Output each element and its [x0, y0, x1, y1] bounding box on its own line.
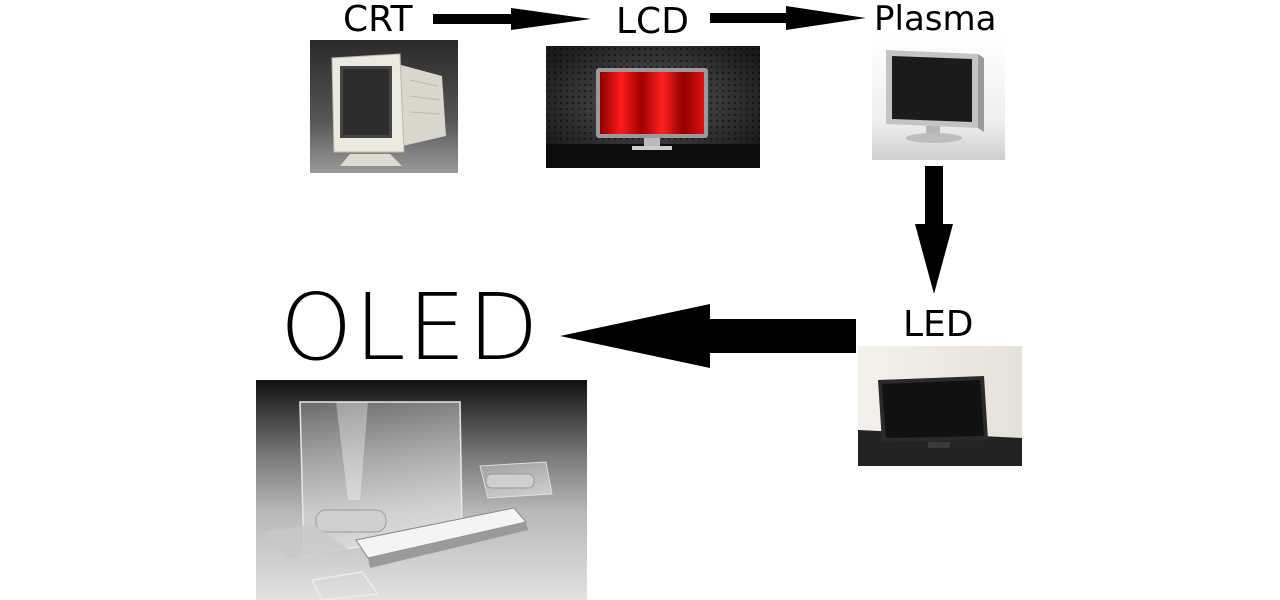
stage-label-crt: CRT — [343, 0, 413, 40]
stage-label-plasma: Plasma — [874, 0, 997, 39]
stage-label-lcd: LCD — [616, 1, 689, 42]
arrow-led-to-oled — [560, 304, 856, 368]
arrow-crt-to-lcd — [433, 8, 591, 30]
stage-label-led: LED — [903, 304, 974, 345]
lcd-monitor-photo — [546, 46, 760, 168]
led-tv-photo — [858, 346, 1022, 466]
crt-monitor-photo — [310, 40, 458, 173]
plasma-tv-photo — [872, 36, 1005, 160]
oled-computer-photo — [256, 380, 587, 600]
arrow-plasma-to-led — [915, 166, 953, 294]
arrow-lcd-to-plasma — [710, 6, 866, 30]
stage-label-oled: OLED — [280, 274, 541, 381]
